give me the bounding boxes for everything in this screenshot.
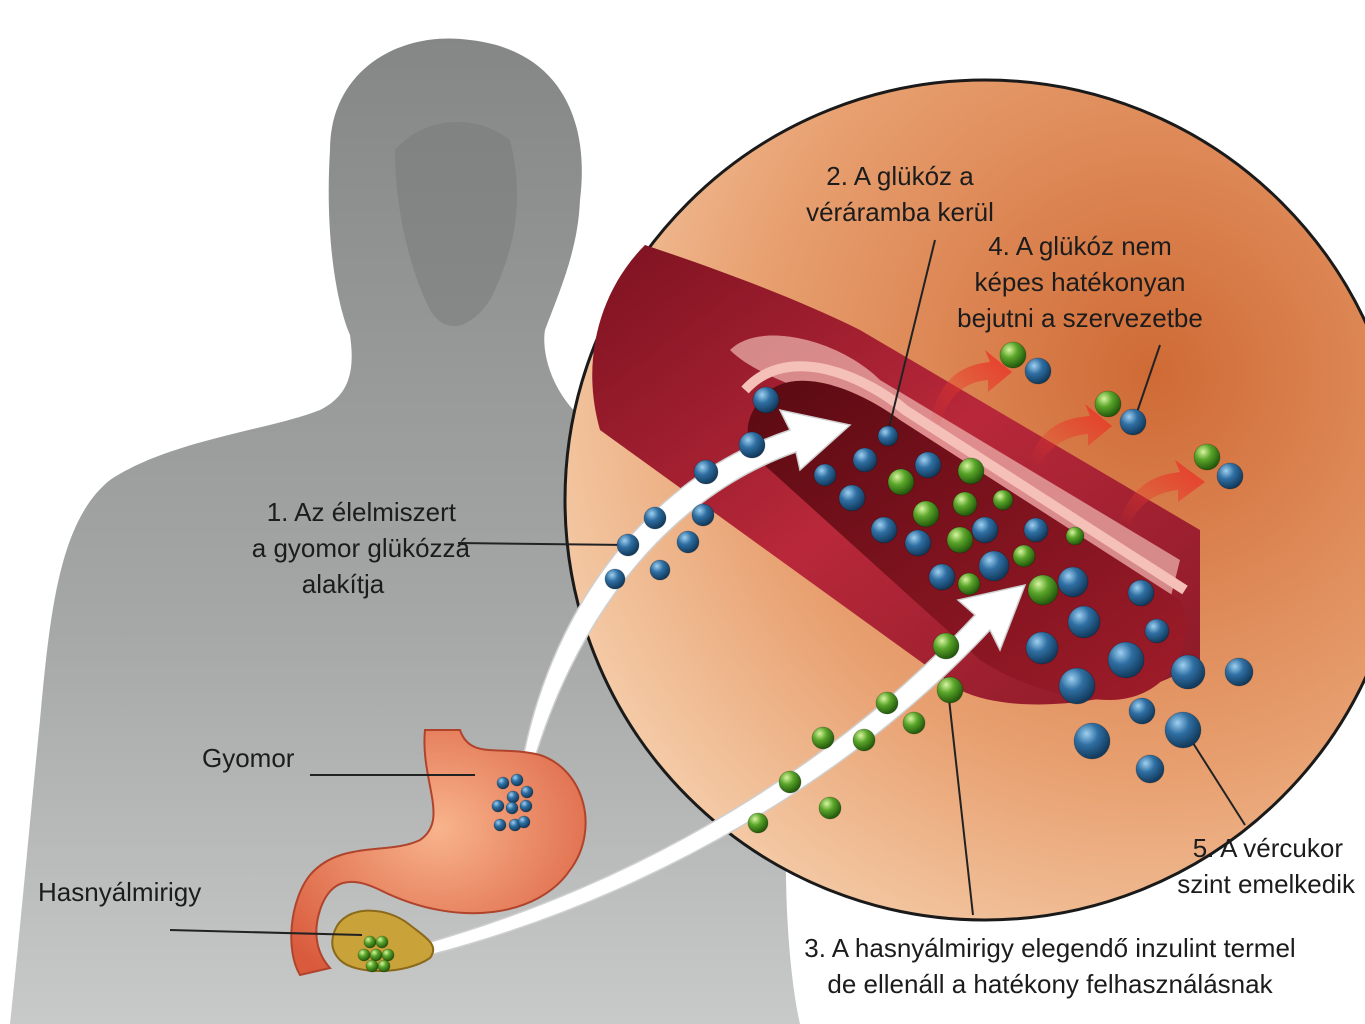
insulin-molecule	[1065, 526, 1085, 546]
glucose-molecule	[520, 785, 534, 799]
glucose-molecule	[1170, 654, 1206, 690]
glucose-molecule	[1216, 462, 1244, 490]
glucose-molecule	[752, 386, 780, 414]
glucose-molecule	[1119, 408, 1147, 436]
insulin-molecule	[999, 341, 1027, 369]
leader-lines	[169, 239, 1246, 936]
insulin-molecule	[357, 948, 371, 962]
label-step5: 5. A vércukor szint emelkedik	[1177, 833, 1355, 899]
glucose-molecule	[643, 506, 667, 530]
insulin-molecule	[932, 632, 960, 660]
label-step1: 1. Az élelmiszert a gyomor glükózzá alak…	[251, 497, 470, 599]
glucose-molecule	[691, 503, 715, 527]
glucose-molecule	[1128, 697, 1156, 725]
label-pancreas: Hasnyálmirigy	[38, 877, 202, 907]
pathway-arrows	[418, 408, 1027, 956]
glucose-molecule	[870, 516, 898, 544]
glucose-molecule	[1057, 566, 1089, 598]
insulin-arrow	[418, 583, 1027, 956]
leader-step4	[1134, 344, 1161, 419]
glucose-molecule	[738, 431, 766, 459]
insulin-molecule	[875, 691, 899, 715]
glucose-molecule	[1023, 517, 1049, 543]
exit-arrows	[930, 350, 1205, 525]
insulin-molecule	[952, 491, 978, 517]
label-step2: 2. A glükóz a véráramba kerül	[806, 161, 994, 227]
insulin-molecule	[747, 812, 769, 834]
insulin-molecule	[811, 726, 835, 750]
insulin-molecule	[369, 948, 383, 962]
glucose-molecule	[693, 459, 719, 485]
insulin-molecule	[887, 468, 915, 496]
insulin-molecule	[1193, 443, 1221, 471]
leader-step1	[457, 542, 629, 546]
glucose-molecule	[928, 563, 956, 591]
glucose-molecule	[517, 815, 531, 829]
leader-pancreas	[169, 929, 363, 936]
exit-arrow-2	[1030, 404, 1112, 465]
glucose-molecule	[493, 818, 507, 832]
glucose-molecule	[852, 447, 878, 473]
glucose-molecule	[616, 533, 640, 557]
glucose-molecule	[1024, 357, 1052, 385]
glucose-molecule	[491, 799, 505, 813]
label-step4: 4. A glükóz nem képes hatékonyan bejutni…	[957, 231, 1203, 333]
insulin-molecule	[936, 676, 964, 704]
glucose-molecule	[1067, 605, 1101, 639]
glucose-molecule	[676, 530, 700, 554]
glucose-molecule	[1164, 711, 1202, 749]
glucose-molecule	[1058, 667, 1096, 705]
glucose-molecule	[1144, 618, 1170, 644]
insulin-molecule	[818, 796, 842, 820]
label-stomach: Gyomor	[202, 743, 295, 773]
exit-arrow-1	[930, 350, 1012, 425]
glucose-molecule	[1127, 579, 1155, 607]
glucose-molecule	[1135, 754, 1165, 784]
glucose-molecule	[971, 516, 999, 544]
glucose-molecule	[1107, 641, 1145, 679]
glucose-molecule	[914, 451, 942, 479]
glucose-molecule	[496, 776, 510, 790]
insulin-molecule	[363, 935, 377, 949]
glucose-molecule	[649, 559, 671, 581]
leader-step3	[947, 689, 974, 916]
insulin-molecule	[992, 489, 1014, 511]
insulin-molecule	[946, 526, 974, 554]
glucose-molecule	[877, 425, 899, 447]
glucose-molecule	[1073, 722, 1111, 760]
insulin-molecule	[365, 959, 379, 973]
label-step3: 3. A hasnyálmirigy elegendő inzulint ter…	[804, 933, 1296, 999]
insulin-molecule	[957, 457, 985, 485]
glucose-molecule	[838, 484, 866, 512]
glucose-molecule	[904, 529, 932, 557]
insulin-molecule	[902, 711, 926, 735]
human-silhouette	[10, 38, 802, 1024]
glucose-molecule	[506, 790, 520, 804]
glucose-molecule	[505, 801, 519, 815]
leader-step2	[887, 239, 936, 433]
insulin-molecule	[1012, 544, 1036, 568]
glucose-molecule	[519, 799, 533, 813]
insulin-molecule	[377, 959, 391, 973]
insulin-molecule	[381, 948, 395, 962]
leader-step5	[1185, 731, 1246, 826]
insulin-molecule	[375, 935, 389, 949]
insulin-molecule	[912, 500, 940, 528]
glucose-molecule	[813, 463, 837, 487]
glucose-molecule	[978, 550, 1010, 582]
exit-arrow-3	[1120, 460, 1205, 525]
molecules	[357, 341, 1254, 973]
insulin-molecule	[1094, 390, 1122, 418]
glucose-molecule	[510, 773, 524, 787]
insulin-molecule	[852, 728, 876, 752]
insulin-molecule	[957, 572, 981, 596]
glucose-molecule	[604, 568, 626, 590]
glucose-molecule	[1224, 657, 1254, 687]
glucose-molecule	[1025, 631, 1059, 665]
glucose-arrow	[519, 408, 852, 776]
insulin-molecule	[778, 770, 802, 794]
insulin-molecule	[1027, 574, 1059, 606]
